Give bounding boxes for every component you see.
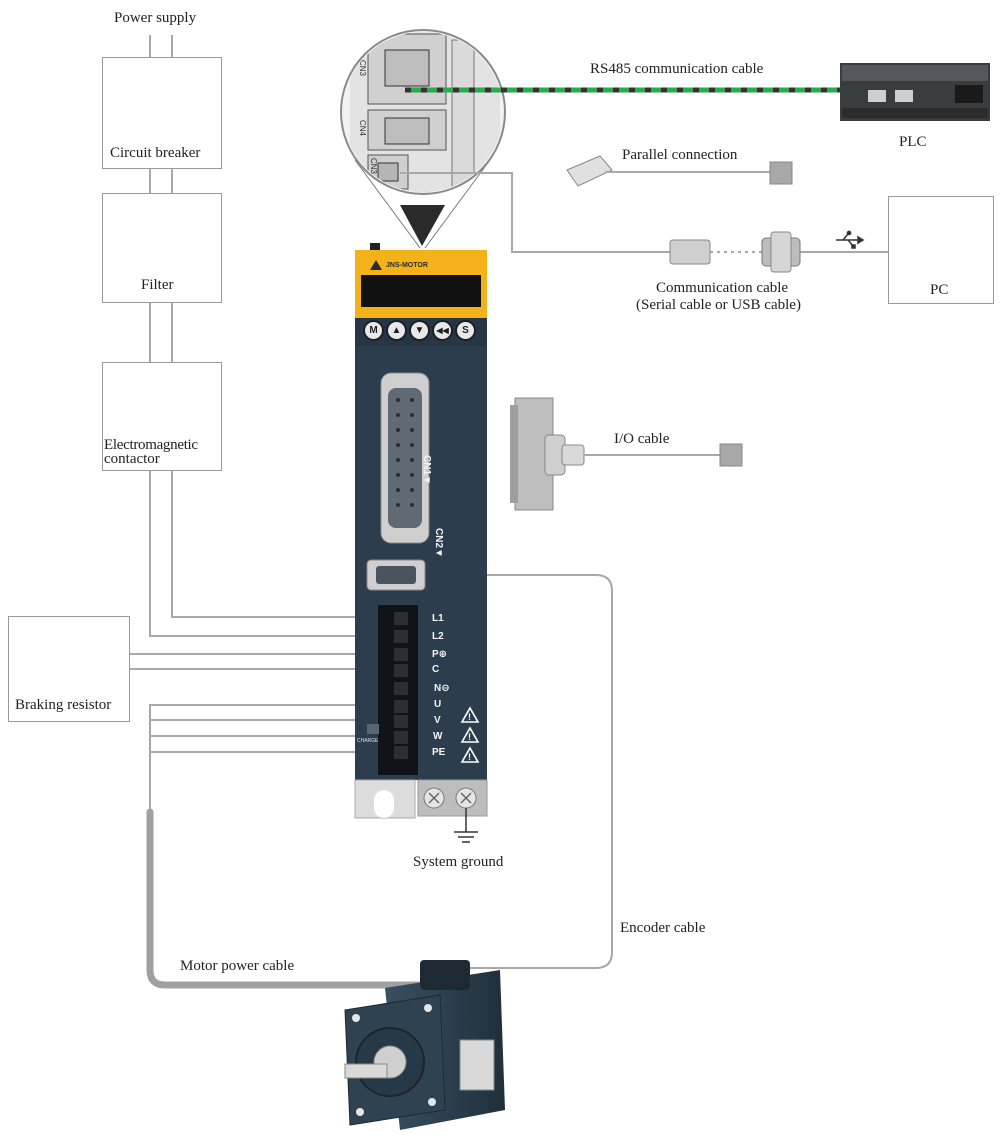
terminal-w: W xyxy=(433,731,443,742)
terminal-pe: PE xyxy=(432,747,446,758)
pc-label: PC xyxy=(930,282,949,298)
parallel-cable xyxy=(566,155,793,187)
terminal-p: P⊕ xyxy=(432,649,448,660)
comm-cable-label-line1: Communication cable xyxy=(656,280,789,296)
terminal-c: C xyxy=(432,664,440,675)
rs485-label: RS485 communication cable xyxy=(590,61,764,77)
contactor-box xyxy=(102,362,222,471)
svg-text:!: ! xyxy=(468,712,471,722)
circuit-breaker-label: Circuit breaker xyxy=(110,145,201,161)
motor-power-cable-label: Motor power cable xyxy=(180,958,295,974)
cn3-label: CN3 xyxy=(369,158,378,175)
drive-button-s[interactable]: S xyxy=(455,320,476,341)
svg-text:!: ! xyxy=(468,752,471,762)
serial-cable xyxy=(400,172,670,253)
filter-label: Filter xyxy=(141,277,174,293)
system-ground-label: System ground xyxy=(413,854,504,870)
zoom-detail: CN3 CN4 xyxy=(340,29,506,249)
plc-image xyxy=(840,63,990,121)
parallel-label: Parallel connection xyxy=(622,147,738,163)
braking-resistor-box xyxy=(8,616,130,722)
charge-label: CHARGE xyxy=(357,738,379,744)
braking-resistor-label: Braking resistor xyxy=(15,697,112,713)
filter-box xyxy=(102,193,222,303)
comm-cable-label-line2: (Serial cable or USB cable) xyxy=(636,297,801,313)
terminal-l1: L1 xyxy=(432,613,444,624)
svg-text:CN3: CN3 xyxy=(358,60,367,77)
warning-icon xyxy=(460,706,480,763)
encoder-cable xyxy=(420,574,613,969)
svg-text:!: ! xyxy=(468,732,471,742)
usb-icon xyxy=(836,230,865,249)
serial-plug xyxy=(669,231,801,273)
circuit-breaker-box xyxy=(102,57,222,169)
terminal-u: U xyxy=(434,699,442,710)
encoder-cable-label: Encoder cable xyxy=(620,920,706,936)
servo-motor-image xyxy=(344,960,505,1130)
motor-power-cable xyxy=(146,808,424,989)
io-connector-image xyxy=(510,397,743,511)
drive-button-shift[interactable]: ◀◀ xyxy=(432,320,453,341)
drive-brand: JNS-MOTOR xyxy=(386,262,428,269)
power-supply-wires xyxy=(128,35,395,810)
pc-box xyxy=(888,196,994,304)
contactor-label-line2: contactor xyxy=(104,451,160,467)
terminal-n: N⊖ xyxy=(434,683,450,694)
cn1-label: CN1▼ xyxy=(421,455,432,485)
svg-text:CN4: CN4 xyxy=(358,120,367,137)
servo-drive: !!! xyxy=(354,243,488,819)
ground-icon xyxy=(454,808,478,843)
power-supply-label: Power supply xyxy=(114,10,197,26)
drive-button-up[interactable]: ▲ xyxy=(386,320,407,341)
cn2-label: CN2▼ xyxy=(433,528,444,558)
io-cable-label: I/O cable xyxy=(614,431,670,447)
contactor-label-line1: Electromagnetic xyxy=(104,437,198,453)
plc-label: PLC xyxy=(899,134,927,150)
drive-button-down[interactable]: ▼ xyxy=(409,320,430,341)
terminal-v: V xyxy=(434,715,441,726)
drive-button-m[interactable]: M xyxy=(363,320,384,341)
terminal-l2: L2 xyxy=(432,631,444,642)
